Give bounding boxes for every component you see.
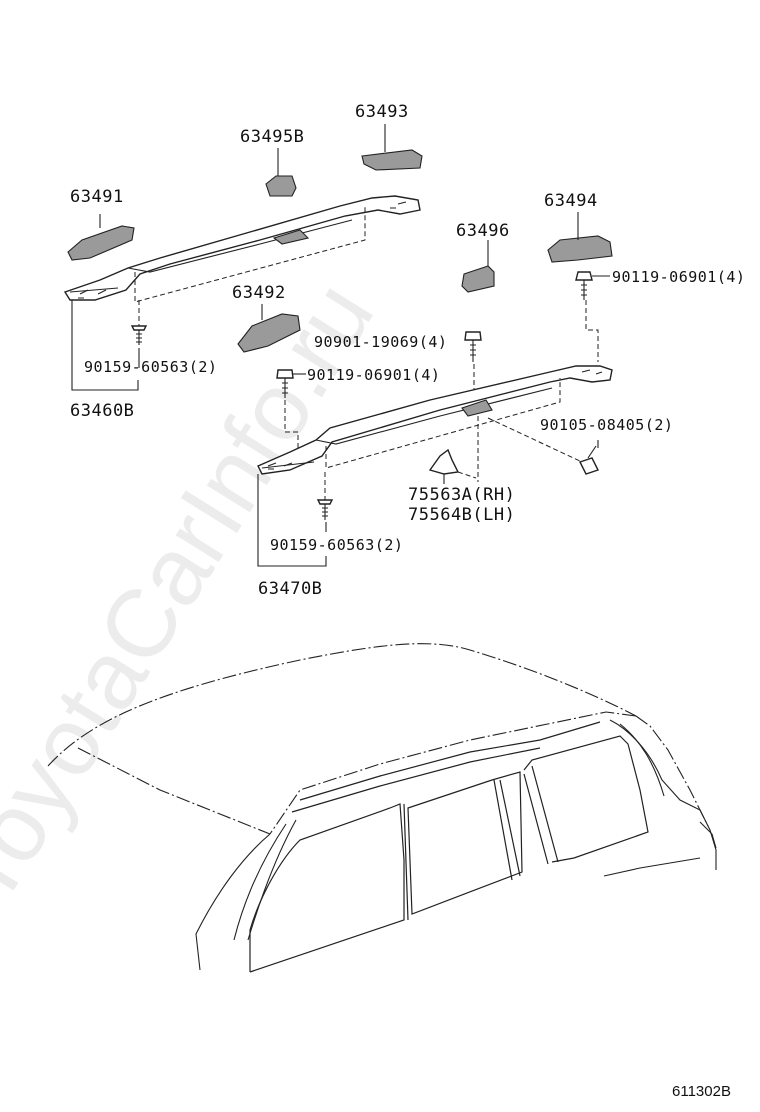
diagram-code: 611302B [672,1083,731,1100]
bolt-90901 [464,331,482,400]
lower-roof-rail [257,365,613,475]
lower-rail-hidden-line [325,378,561,469]
label-63491: 63491 [70,187,124,207]
screw-90159-upper [130,300,148,345]
label-90105: 90105-08405(2) [540,416,673,434]
screw-90159-lower [316,472,334,520]
bolt-90105 [487,417,599,475]
bolt-90119-right [575,271,610,362]
front-cover-63491 [67,214,135,261]
label-63493: 63493 [355,102,409,122]
label-63470b: 63470B [258,579,322,599]
bracket-63460b [71,300,139,391]
rear-cover-63493 [361,124,423,171]
label-90901: 90901-19069(4) [314,333,447,351]
label-63492: 63492 [232,283,286,303]
label-63495b: 63495B [240,127,304,147]
bracket-63470b [257,474,327,567]
label-63460b: 63460B [70,401,134,421]
label-90159-lower: 90159-60563(2) [270,536,403,554]
car-body-outline [47,643,717,973]
label-63494: 63494 [544,191,598,211]
cover-63494 [547,212,613,263]
label-90119-right: 90119-06901(4) [612,268,745,286]
bolt-90119-left [276,369,306,452]
upper-roof-rail [63,195,421,301]
label-90119-left: 90119-06901(4) [307,366,440,384]
label-75563a: 75563A(RH) [408,485,515,505]
cover-63492 [237,304,301,353]
label-63496: 63496 [456,221,510,241]
label-75564b: 75564B(LH) [408,505,515,525]
label-90159-upper: 90159-60563(2) [84,358,217,376]
cap-63495b [265,148,297,197]
bracket-75563a [428,448,477,484]
cover-63496 [461,240,495,293]
